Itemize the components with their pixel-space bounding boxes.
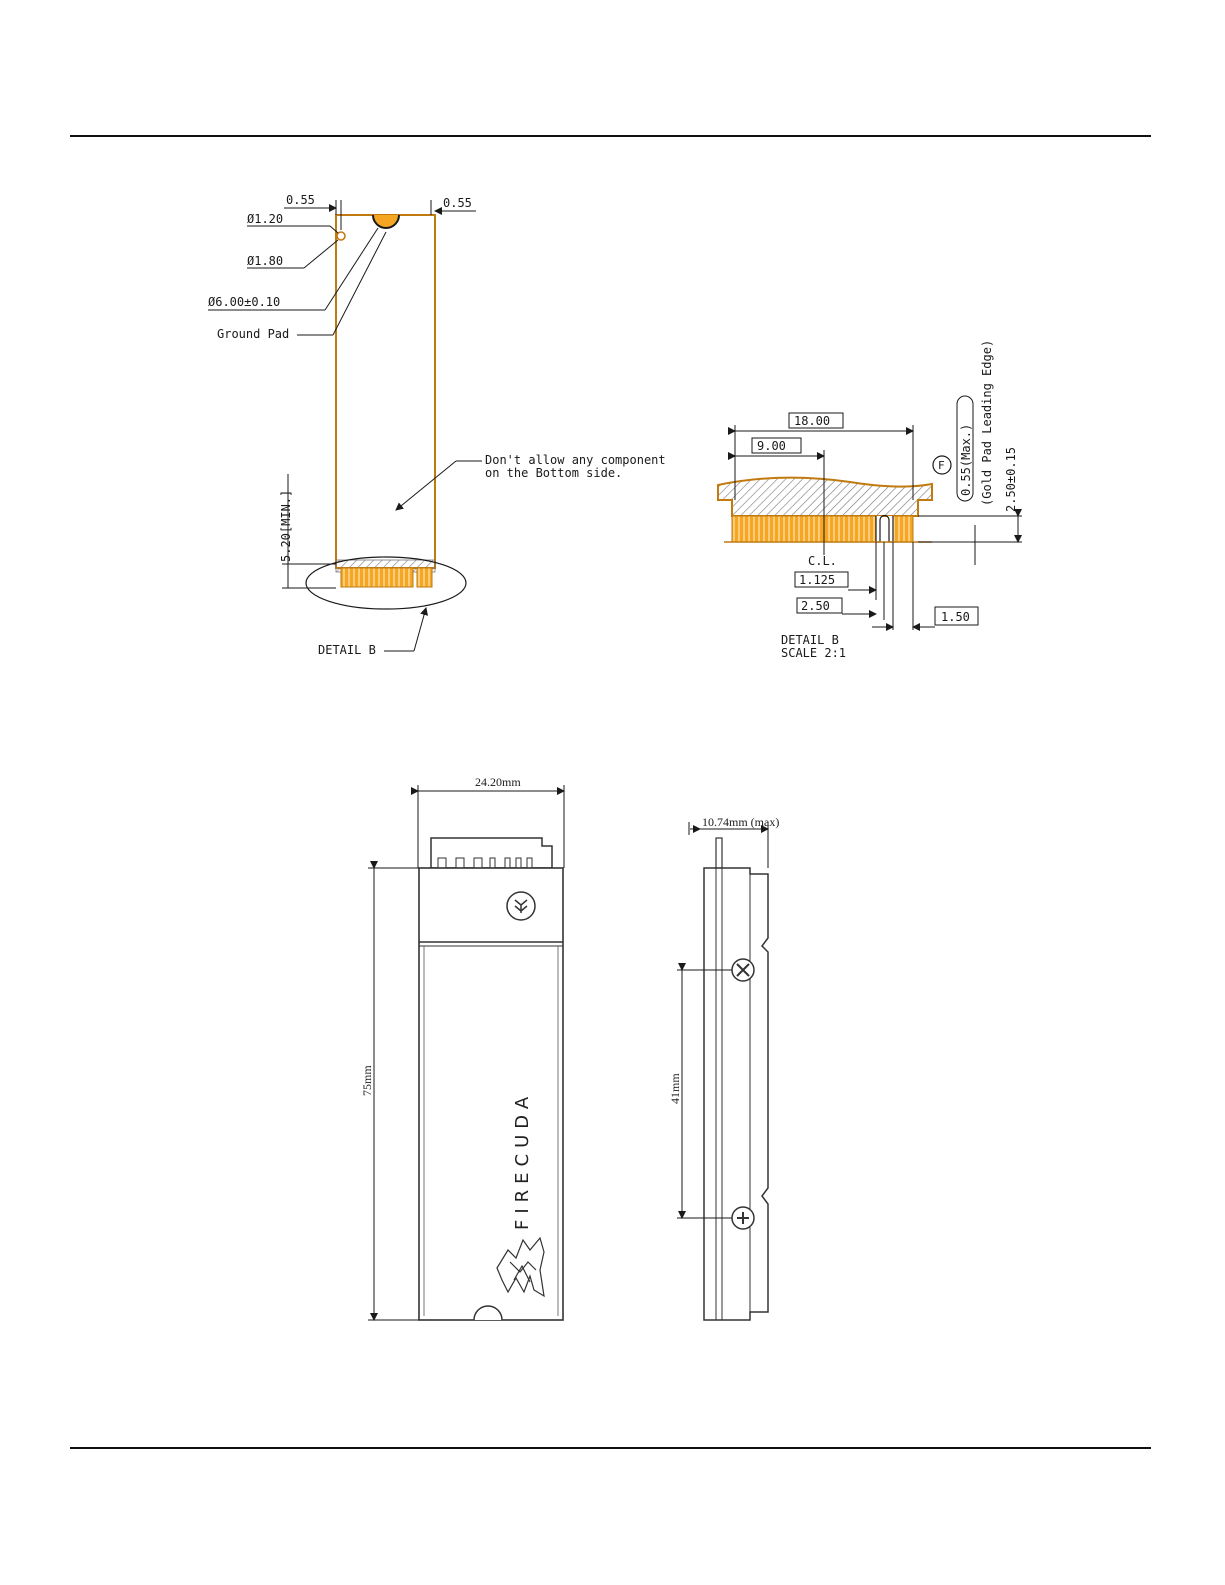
dim-total-width: 18.00	[794, 414, 830, 428]
brand-wordmark: FIRECUDA	[512, 1091, 533, 1230]
hole-small-label: Ø1.20	[247, 212, 283, 226]
key-slot-width: 1.50	[941, 610, 970, 624]
dim-right-offset: 0.55	[443, 196, 472, 210]
pad-height: 2.50±0.15	[1004, 447, 1018, 512]
product-front-view: 24.20mm FIRECUDA	[360, 775, 564, 1320]
dim-left-offset: 0.55	[286, 193, 315, 207]
detail-fingers-main	[732, 516, 876, 542]
key-width: 2.50	[801, 599, 830, 613]
side-connector	[716, 838, 722, 868]
product-thickness: 10.74mm (max)	[702, 815, 779, 829]
note-line-1: Don't allow any component	[485, 453, 666, 467]
screw-notch	[373, 215, 399, 228]
product-side-view: 10.74mm (max) 41mm	[668, 815, 779, 1320]
detail-title: DETAIL B	[781, 633, 839, 647]
screw-pitch: 41mm	[668, 1073, 682, 1104]
small-hole	[337, 232, 345, 240]
note-line-2: on the Bottom side.	[485, 466, 622, 480]
key-slot	[876, 516, 893, 543]
detail-callout: DETAIL B	[318, 643, 376, 657]
ground-pad-label: Ground Pad	[217, 327, 289, 341]
detail-scale: SCALE 2:1	[781, 646, 846, 660]
dim-half-width: 9.00	[757, 439, 786, 453]
gold-fingers-main	[341, 568, 413, 587]
keepout-label: 5.20[MIN.]	[279, 490, 293, 562]
hole-ring-label: Ø1.80	[247, 254, 283, 268]
product-width: 24.20mm	[475, 775, 521, 789]
detail-fingers-key	[893, 516, 913, 542]
datum-label: F	[938, 459, 945, 472]
key-offset: 1.125	[799, 573, 835, 587]
pcb-section	[718, 478, 932, 516]
thickness-max: 0.55(Max.)	[959, 424, 973, 496]
module-outline	[336, 215, 435, 568]
notch-label: Ø6.00±0.10	[208, 295, 280, 309]
centerline-label: C.L.	[808, 554, 837, 568]
gold-fingers-key	[417, 568, 432, 587]
side-body	[704, 868, 768, 1320]
gold-edge-note: (Gold Pad Leading Edge)	[980, 340, 994, 506]
product-length: 75mm	[360, 1065, 374, 1096]
top-view: 0.55 0.55 Ø1.20 Ø1.80 Ø6.00±0.10 Ground …	[208, 193, 666, 657]
detail-b-view: 18.00 9.00 F 0.55(Max.) (Gold Pad Leadin…	[718, 340, 1022, 660]
